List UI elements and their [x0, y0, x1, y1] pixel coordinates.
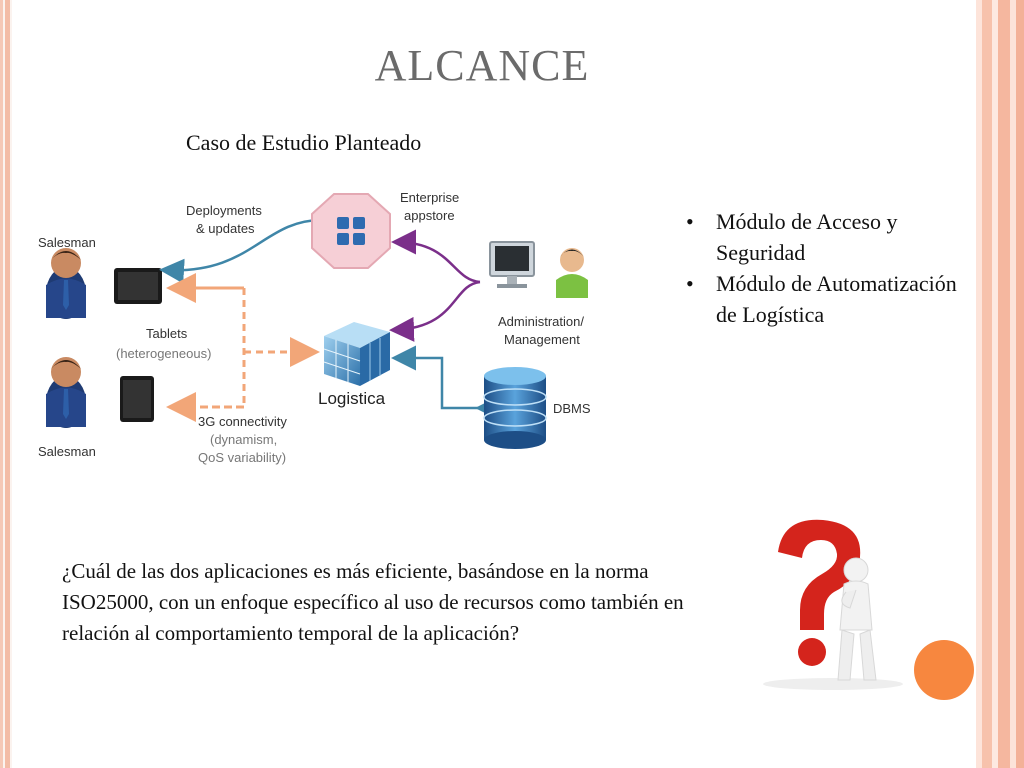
- tablets-label: Tablets: [146, 326, 188, 341]
- bullet-text: Módulo de Acceso y Seguridad: [716, 209, 898, 265]
- bullet-dot-icon: •: [686, 271, 694, 296]
- admin-person-icon: [556, 248, 588, 298]
- salesman-top-label: Salesman: [38, 235, 96, 250]
- dbms-label: DBMS: [553, 401, 591, 416]
- updates-label: & updates: [196, 221, 255, 236]
- bullet-item: • Módulo de Automatización de Logística: [684, 268, 974, 330]
- logistica-cube-icon: [323, 322, 390, 386]
- salesman-bottom-icon: [46, 357, 86, 428]
- left-border-decoration: [0, 0, 10, 768]
- appstore-icon: [311, 193, 391, 269]
- salesman-bottom-label: Salesman: [38, 444, 96, 459]
- enterprise-label: Enterprise: [400, 190, 459, 205]
- architecture-diagram: Salesman Salesman Deployments & updates: [38, 190, 591, 465]
- slide: ALCANCE Caso de Estudio Planteado: [12, 0, 976, 768]
- admin-to-logistica-arrow: [389, 280, 481, 342]
- bullet-item: • Módulo de Acceso y Seguridad: [684, 206, 974, 268]
- question-mark-figure-icon: [763, 519, 903, 690]
- research-question: ¿Cuál de las dos aplicaciones es más efi…: [62, 559, 684, 645]
- dynamism-label: (dynamism,: [210, 432, 277, 447]
- admin-to-appstore-arrow: [391, 229, 481, 284]
- appstore-label: appstore: [404, 208, 455, 223]
- tablets-heterogeneous-label: (heterogeneous): [116, 346, 211, 361]
- management-label: Management: [504, 332, 580, 347]
- logistica-dbms-arrow: [391, 345, 500, 421]
- salesman-top-icon: [46, 248, 86, 319]
- admin-computer-icon: [489, 241, 535, 288]
- bullet-dot-icon: •: [686, 209, 694, 234]
- module-bullet-list: • Módulo de Acceso y Seguridad • Módulo de…: [684, 206, 974, 330]
- administration-label: Administration/: [498, 314, 584, 329]
- logistica-label: Logistica: [318, 389, 386, 408]
- bullet-text: Módulo de Automatización de Logística: [716, 271, 957, 327]
- dbms-database-icon: [483, 367, 547, 449]
- slide-subtitle: Caso de Estudio Planteado: [186, 130, 422, 155]
- connectivity-label: 3G connectivity: [198, 414, 287, 429]
- deploy-arrow: [159, 218, 323, 284]
- qos-variability-label: QoS variability): [198, 450, 286, 465]
- right-border-decoration: [976, 0, 1024, 768]
- deployments-label: Deployments: [186, 203, 262, 218]
- orange-circle-decoration: [914, 640, 974, 700]
- slide-title: ALCANCE: [374, 41, 590, 90]
